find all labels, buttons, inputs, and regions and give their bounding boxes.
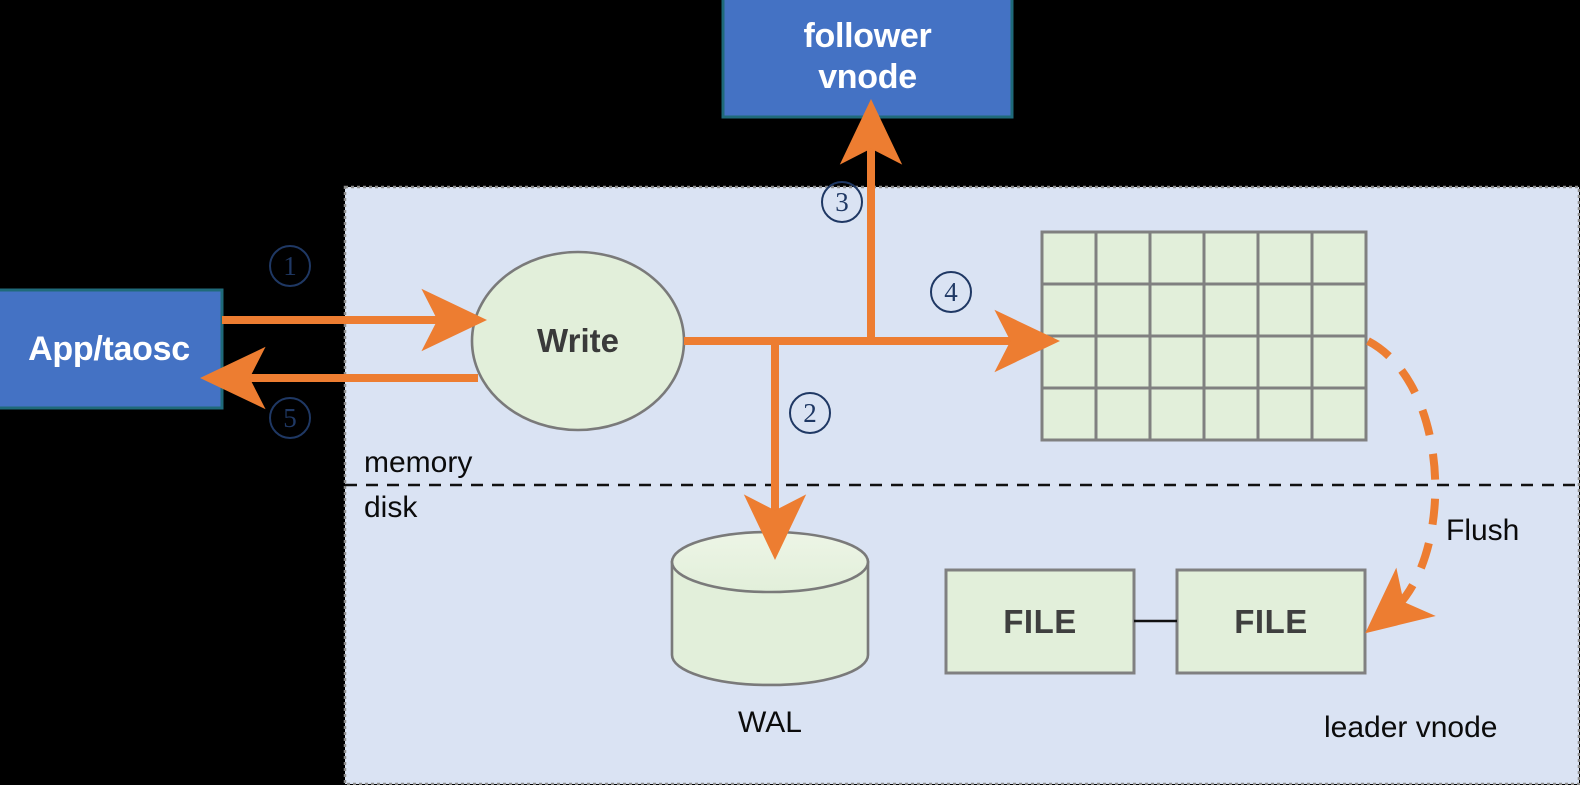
wal-cylinder (670, 530, 870, 687)
step-number-2: 2 (789, 392, 831, 434)
step-number-5: 5 (269, 397, 311, 439)
memtable-grid (1040, 230, 1368, 442)
step-number-3: 3 (821, 181, 863, 223)
file-box-left[interactable] (944, 568, 1136, 675)
step-number-1: 1 (269, 245, 311, 287)
app-taosc-box[interactable] (0, 288, 224, 410)
file-box-right[interactable] (1175, 568, 1367, 675)
write-node-ellipse[interactable] (470, 250, 686, 432)
arrow-flush-memtable-to-file (1365, 337, 1440, 634)
follower-vnode-box[interactable] (721, 0, 1014, 119)
step-number-4: 4 (930, 271, 972, 313)
